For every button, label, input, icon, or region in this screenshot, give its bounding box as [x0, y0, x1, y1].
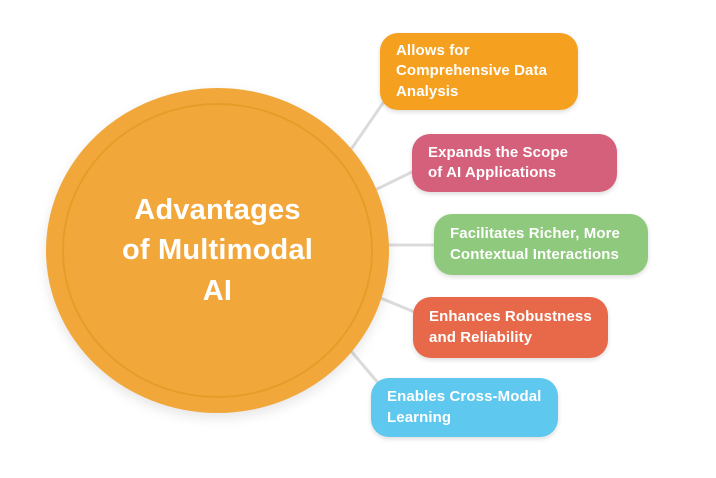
- advantage-box-cross-modal-learning: Enables Cross-Modal Learning: [371, 378, 558, 437]
- advantage-box-contextual-interactions: Facilitates Richer, More Contextual Inte…: [434, 214, 648, 275]
- connector-line: [376, 295, 419, 315]
- advantage-label: Facilitates Richer, More Contextual Inte…: [450, 225, 620, 263]
- main-topic-circle: Advantages of Multimodal AI: [46, 88, 389, 413]
- advantage-label: Enables Cross-Modal Learning: [387, 388, 542, 426]
- advantage-label: Expands the Scope of AI Applications: [428, 143, 569, 181]
- advantage-box-robustness-reliability: Enhances Robustness and Reliability: [413, 297, 608, 358]
- advantage-box-comprehensive-data-analysis: Allows for Comprehensive Data Analysis: [380, 33, 578, 110]
- advantage-label: Allows for Comprehensive Data Analysis: [396, 42, 548, 100]
- advantage-box-scope-of-ai-applications: Expands the Scope of AI Applications: [412, 134, 617, 192]
- connector-line: [349, 349, 381, 386]
- advantage-label: Enhances Robustness and Reliability: [429, 308, 592, 346]
- main-topic-title: Advantages of Multimodal AI: [121, 194, 314, 307]
- connector-line: [350, 101, 385, 150]
